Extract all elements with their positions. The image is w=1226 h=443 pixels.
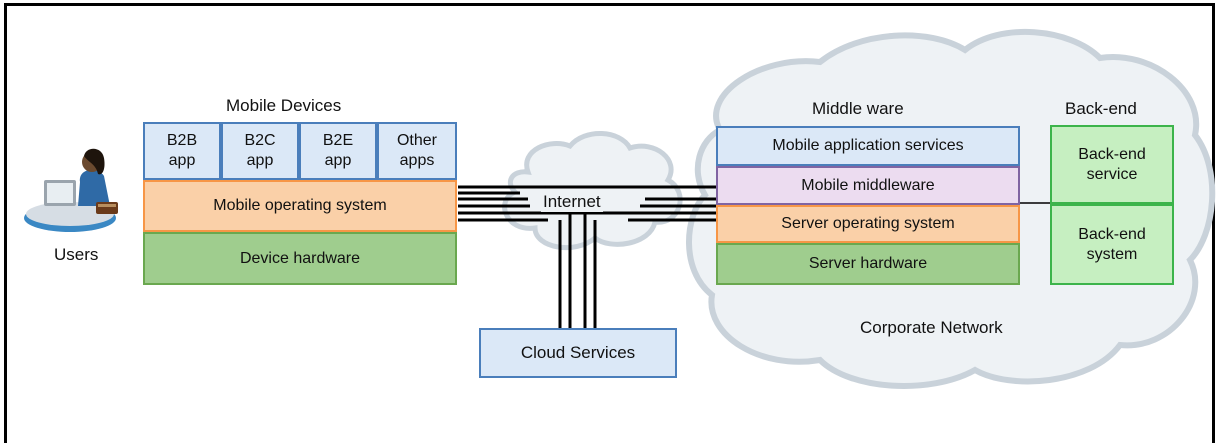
device-hardware-layer: Device hardware — [143, 232, 457, 285]
mobile-os-layer: Mobile operating system — [143, 180, 457, 232]
link-lines — [458, 185, 1050, 328]
internet-label: Internet — [541, 192, 603, 212]
users-label: Users — [54, 245, 99, 264]
app-line1: B2B — [166, 132, 198, 149]
internet-cloud — [502, 131, 683, 251]
app-line2: apps — [399, 152, 435, 169]
mobile-devices-title: Mobile Devices — [226, 96, 342, 115]
backend-service-line1: Back-end — [1078, 145, 1146, 163]
diagram-frame — [4, 3, 1215, 443]
user-at-computer-icon — [18, 140, 128, 240]
app-other: Other apps — [377, 122, 457, 180]
app-b2b: B2B app — [143, 122, 221, 180]
backend-service-line2: service — [1086, 165, 1138, 183]
app-line1: Other — [396, 132, 437, 149]
app-line1: B2E — [322, 132, 354, 149]
corporate-network-label: Corporate Network — [860, 318, 1003, 337]
app-line2: app — [324, 152, 352, 169]
backend-system-line1: Back-end — [1078, 225, 1146, 243]
mobile-app-services-layer: Mobile application services — [716, 126, 1020, 166]
app-b2c: B2C app — [221, 122, 299, 180]
backend-title: Back-end — [1065, 99, 1137, 118]
middleware-title: Middle ware — [812, 99, 904, 118]
server-os-layer: Server operating system — [716, 205, 1020, 243]
mobile-middleware-layer: Mobile middleware — [716, 166, 1020, 205]
cloud-services-box: Cloud Services — [479, 328, 677, 378]
app-line2: app — [246, 152, 274, 169]
server-hardware-layer: Server hardware — [716, 243, 1020, 285]
backend-service-box: Back-end service — [1050, 125, 1174, 204]
app-b2e: B2E app — [299, 122, 377, 180]
backend-system-box: Back-end system — [1050, 204, 1174, 285]
backend-system-line2: system — [1086, 245, 1138, 263]
app-line1: B2C — [244, 132, 276, 149]
app-line2: app — [168, 152, 196, 169]
